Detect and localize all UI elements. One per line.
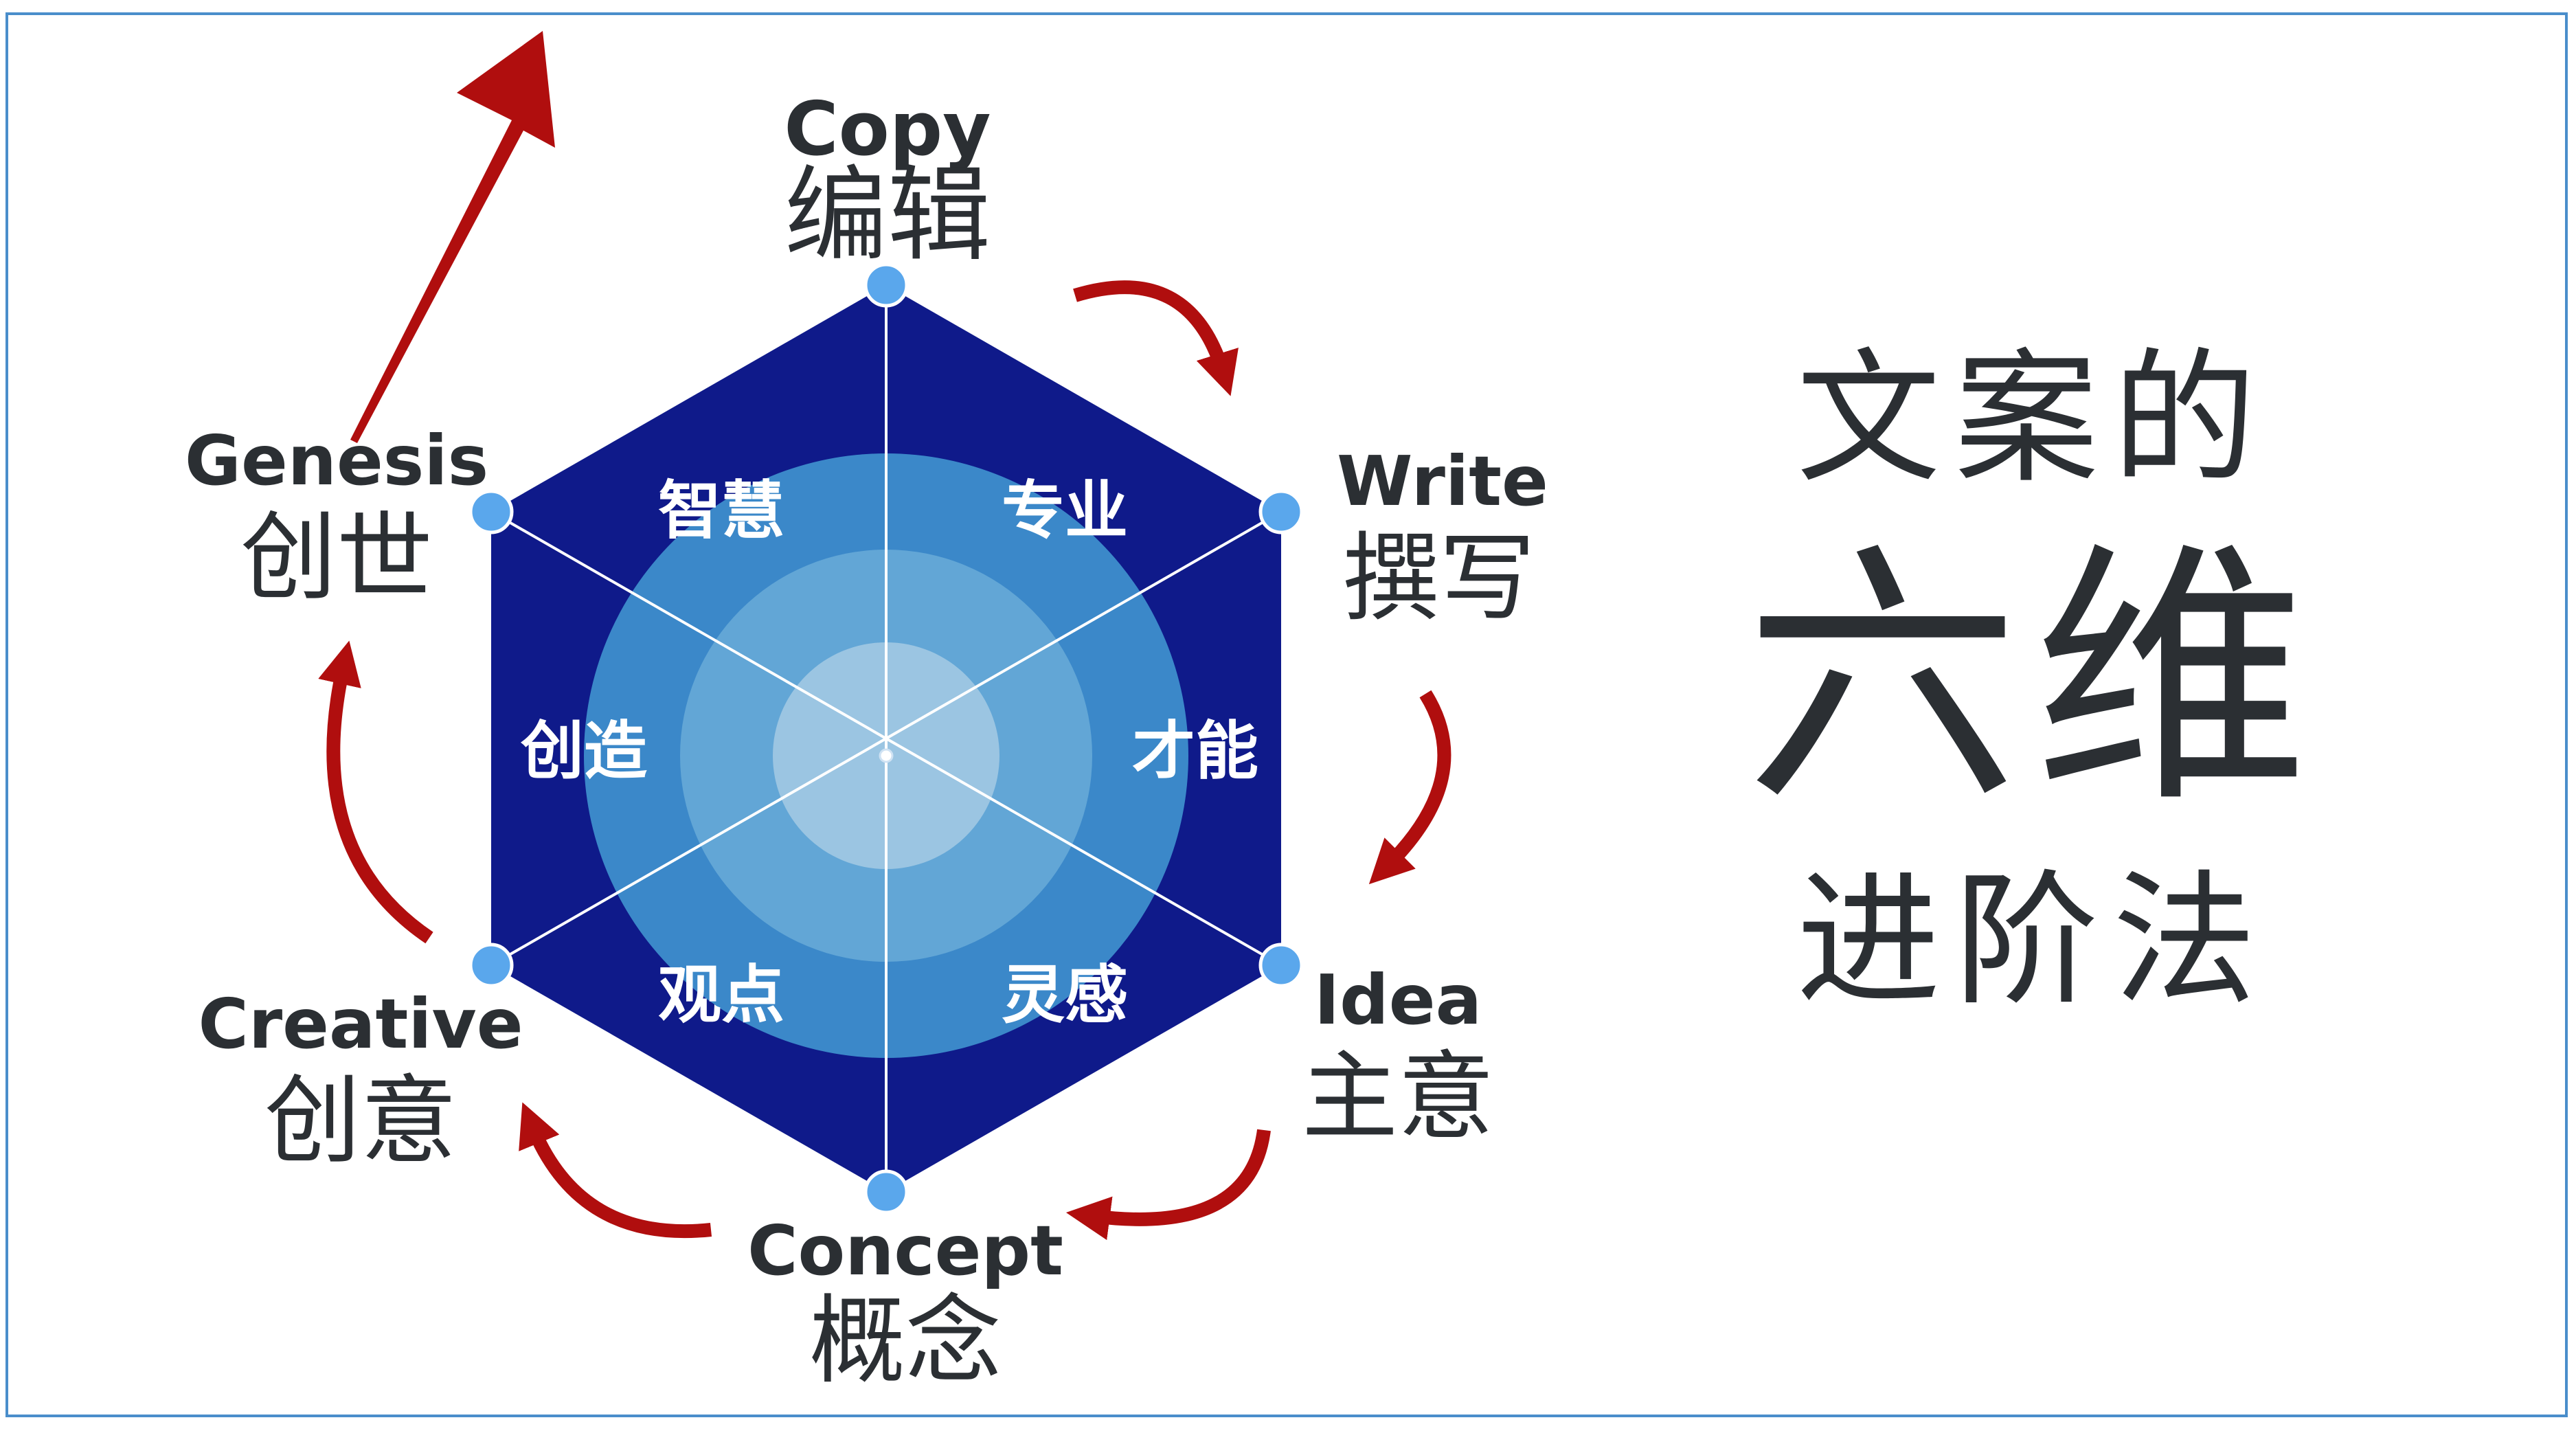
label-copy-cn: 编辑 (784, 156, 991, 275)
arrow-write-to-idea (1368, 690, 1451, 885)
node-idea (1258, 943, 1304, 988)
label-genesis-cn: 创世 (240, 502, 433, 614)
label-creative-en: Creative (198, 984, 523, 1064)
growth-arrow (350, 31, 555, 443)
arrow-creative-to-genesis (318, 640, 433, 944)
inner-word-professional: 专业 (1002, 474, 1128, 548)
label-concept-cn: 概念 (809, 1285, 1002, 1397)
label-copy-en: Copy (784, 87, 991, 172)
inner-word-viewpoint: 观点 (658, 958, 784, 1032)
node-creative (468, 943, 514, 988)
slide-border (5, 12, 2568, 1417)
inner-word-creation: 创造 (520, 714, 647, 788)
node-copy (863, 262, 909, 308)
arrow-idea-to-concept (1065, 1129, 1271, 1241)
node-concept (863, 1169, 909, 1215)
label-idea-cn: 主意 (1302, 1041, 1494, 1153)
inner-word-wisdom: 智慧 (658, 474, 784, 548)
node-genesis (468, 489, 514, 534)
label-creative-cn: 创意 (264, 1066, 457, 1178)
label-concept-en: Concept (747, 1210, 1063, 1291)
six-dimension-diagram: 专业 才能 灵感 观点 创造 智慧 Copy 编辑 Write 撰写 Idea … (185, 31, 1548, 1397)
node-write (1258, 489, 1304, 534)
label-write-cn: 撰写 (1343, 523, 1535, 635)
spokes (490, 285, 1282, 1192)
title-block: 文案的 六维 进阶法 (1676, 323, 2391, 1037)
label-write-en: Write (1337, 441, 1548, 521)
title-line-2: 六维 (1745, 520, 2322, 840)
inner-word-inspiration: 灵感 (1002, 958, 1128, 1032)
label-genesis-en: Genesis (185, 420, 488, 501)
inner-word-talent: 才能 (1132, 714, 1258, 788)
center-point (879, 748, 894, 763)
vertex-nodes (468, 262, 1304, 1215)
arrow-concept-to-creative (519, 1102, 712, 1239)
label-idea-en: Idea (1314, 960, 1482, 1040)
title-line-1: 文案的 (1796, 335, 2270, 503)
spoke-diagonal-b (490, 510, 1282, 967)
arrow-copy-to-write (1073, 280, 1239, 396)
title-line-3: 进阶法 (1796, 857, 2270, 1025)
